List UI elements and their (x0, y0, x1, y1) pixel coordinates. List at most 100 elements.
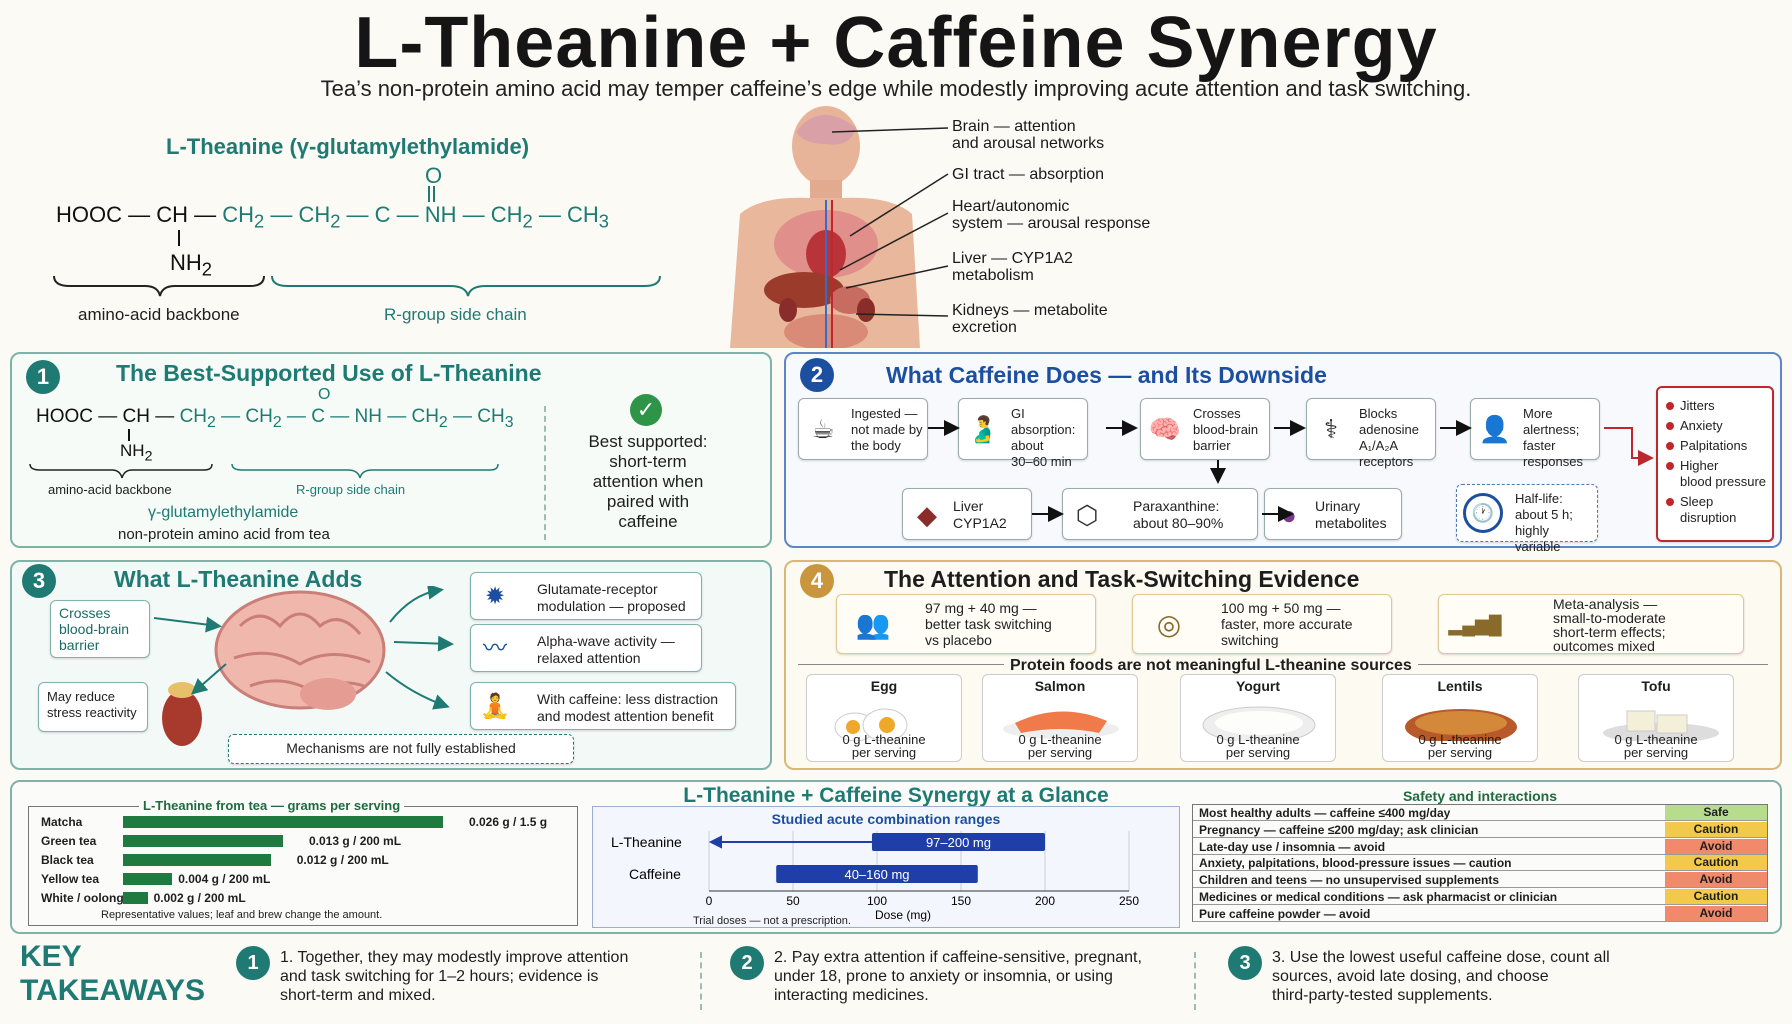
downside-item: Anxiety (1666, 418, 1772, 434)
panel-4-title: The Attention and Task-Switching Evidenc… (884, 566, 1360, 592)
food-value-2: per serving (1027, 745, 1093, 760)
food-name: Tofu (1641, 678, 1671, 694)
organ-line-2: excretion (952, 319, 1017, 336)
stomach-icon: 🫃 (966, 414, 1000, 444)
takeaway-number: 3 (1228, 946, 1262, 980)
panel-1-divider (544, 406, 546, 540)
people-icon: 👥 (855, 609, 891, 640)
tea-name: White / oolong (41, 891, 124, 905)
panel-2-number: 2 (800, 358, 834, 392)
step-line: Ingested — (851, 406, 918, 421)
tea-value-label: 0.026 g / 1.5 g (469, 815, 548, 829)
crosses-line: Crosses (59, 605, 111, 621)
takeaway-number: 2 (730, 946, 764, 980)
safety-row: Children and teens — no unsupervised sup… (1193, 872, 1767, 889)
tea-value-label: 0.002 g / 200 mL (153, 891, 246, 905)
step-line: about 80–90% (1133, 515, 1224, 531)
safety-label: Pure caffeine powder — avoid (1199, 906, 1371, 921)
safety-row: Medicines or medical conditions — ask ph… (1193, 889, 1767, 905)
molecule-braces (53, 275, 661, 297)
takeaway-text: 3. Use the lowest useful caffeine dose, … (1272, 948, 1610, 1005)
organ-leader-lines (831, 127, 949, 317)
step-line: metabolites (1315, 515, 1387, 531)
step-line: More alertness; (1523, 406, 1580, 437)
molecule-title: L-Theanine (γ-glutamylethylamide) (166, 134, 530, 159)
food-name: Yogurt (1235, 678, 1281, 694)
organ-line-1: Kidneys — metabolite (952, 302, 1108, 319)
food-lentils-image (1391, 693, 1531, 745)
panel-1-desc: non-protein amino acid from tea (118, 526, 330, 543)
safety-row: Most healthy adults — caffeine ≤400 mg/d… (1193, 805, 1767, 821)
range-bar (871, 833, 1045, 851)
evidence-line: small-to-moderate (1553, 610, 1666, 626)
takeaway-line: under 18, prone to anxiety or insomnia, … (774, 968, 1113, 985)
brain-illustration (153, 586, 454, 746)
step-line: not made by (851, 422, 923, 437)
tea-chart-note: Representative values; leaf and brew cha… (101, 909, 383, 921)
head-icon: 👤 (1478, 414, 1512, 444)
target-icon: ◎ (1156, 609, 1182, 640)
evidence-line: outcomes mixed (1553, 638, 1655, 654)
range-row-label: L-Theanine (611, 834, 682, 850)
panel-1-oxygen: O (318, 386, 331, 403)
molecule-formula: HOOC — CH — CH2 — CH2 — C — NH — CH2 — C… (56, 202, 609, 232)
range-bar-label: 40–160 mg (844, 867, 909, 882)
safety-tag: Avoid (1665, 872, 1767, 888)
downside-text: blood pressure (1680, 474, 1766, 489)
step-line: Blocks adenosine (1359, 406, 1419, 437)
tea-bar (123, 892, 148, 904)
safety-label: Late-day use / insomnia — avoid (1199, 839, 1386, 854)
organ-line-1: Liver — CYP1A2 (952, 250, 1073, 267)
brain-icon: 🧠 (1148, 414, 1182, 444)
panel-2-title-main: What Caffeine Does (886, 362, 1102, 388)
step-line: Urinary (1315, 498, 1361, 514)
food-value-1: 0 g L-theanine (1018, 732, 1102, 747)
step-line: 30–60 min (1011, 454, 1072, 469)
takeaway-line: short-term and mixed. (280, 987, 436, 1004)
safety-label: Medicines or medical conditions — ask ph… (1199, 890, 1558, 904)
food-value-2: per serving (1427, 745, 1493, 760)
range-bar-label: 97–200 mg (926, 835, 991, 850)
double-bond (428, 186, 430, 202)
glance-title: L-Theanine + Caffeine Synergy at a Glanc… (0, 784, 1792, 808)
evidence-line: Meta-analysis — (1553, 596, 1658, 612)
takeaway-line: and task switching for 1–2 hours; eviden… (280, 968, 599, 985)
step-line: receptors (1359, 454, 1414, 469)
panel-4-number: 4 (800, 564, 834, 598)
takeaway-line: 3. Use the lowest useful caffeine dose, … (1272, 949, 1610, 966)
bullet-icon (1666, 402, 1674, 410)
safety-tag: Caution (1665, 889, 1767, 904)
effect-line: relaxed attention (537, 650, 641, 666)
evidence-line: short-term effects; (1553, 624, 1666, 640)
downside-item: Higher (1666, 458, 1772, 474)
takeaway-line: sources, avoid late dosing, and choose (1272, 968, 1549, 985)
best-line: paired with (606, 492, 690, 511)
check-icon: ✓ (630, 394, 662, 426)
human-body-illustration (730, 106, 920, 348)
page-subtitle: Tea’s non-protein amino acid may temper … (320, 76, 1472, 101)
downside-text: Jitters (1680, 398, 1715, 413)
safety-row: Pregnancy — caffeine ≤200 mg/day; ask cl… (1193, 821, 1767, 838)
safety-row: Anxiety, palpitations, blood-pressure is… (1193, 855, 1767, 872)
meditation-icon: 🧘 (480, 693, 510, 720)
panel-1-number: 1 (26, 360, 60, 394)
range-tick-label: 50 (786, 894, 800, 908)
